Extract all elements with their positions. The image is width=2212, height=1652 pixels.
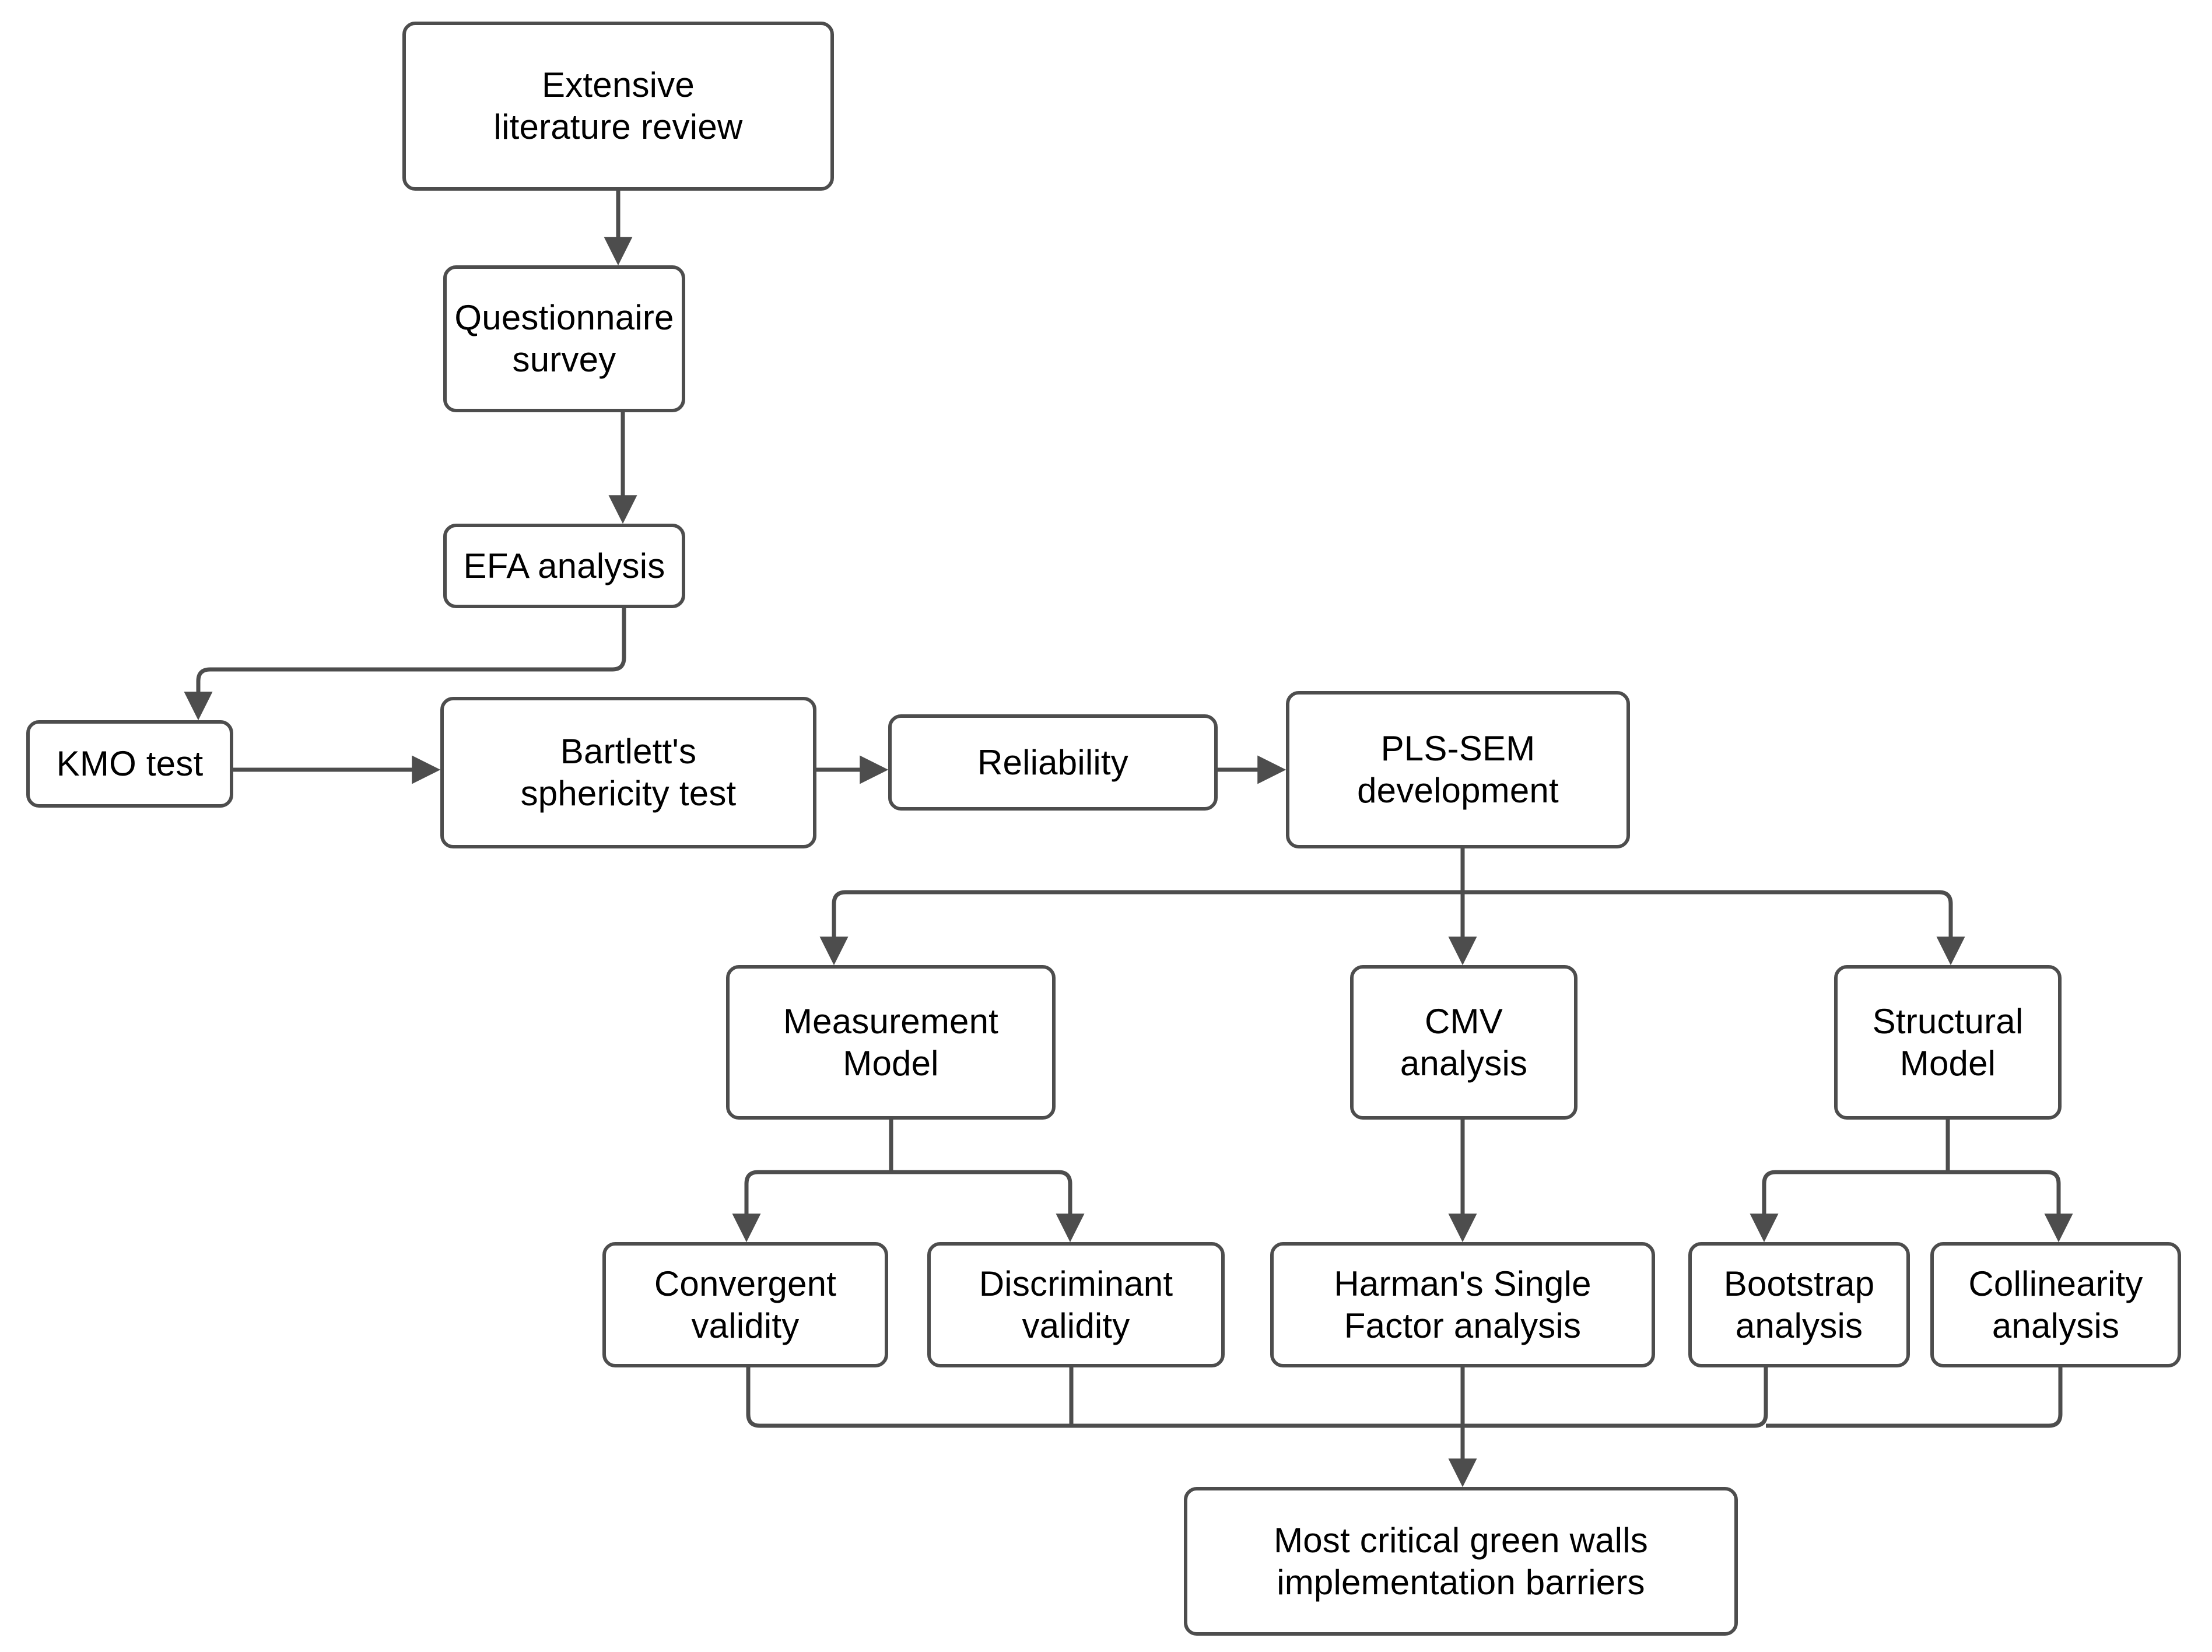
node-harman-single-factor[interactable]: Harman's Single Factor analysis (1270, 1242, 1655, 1367)
edge-measurement-convergent (732, 1170, 761, 1243)
edge-collinearity-merge (1766, 1367, 2063, 1428)
node-measurement-model[interactable]: Measurement Model (726, 965, 1056, 1120)
node-reliability[interactable]: Reliability (888, 714, 1218, 811)
node-efa-label: EFA analysis (463, 546, 665, 585)
node-reliability-label: Reliability (977, 742, 1128, 782)
node-structural-model-label: Structural Model (1872, 1001, 2024, 1083)
node-bootstrap-analysis-label: Bootstrap analysis (1723, 1264, 1875, 1345)
edge-structural-collinearity (2044, 1170, 2073, 1243)
node-bootstrap-analysis[interactable]: Bootstrap analysis (1688, 1242, 1910, 1367)
node-convergent-validity[interactable]: Convergent validity (602, 1242, 888, 1367)
node-pls-sem-label: PLS-SEM development (1357, 729, 1559, 810)
edge-structural-bootstrap (1750, 1170, 1779, 1243)
node-structural-model[interactable]: Structural Model (1834, 965, 2062, 1120)
node-discriminant-validity[interactable]: Discriminant validity (927, 1242, 1225, 1367)
node-measurement-model-label: Measurement Model (783, 1001, 999, 1083)
node-kmo-test-label: KMO test (56, 744, 204, 783)
node-discriminant-validity-label: Discriminant validity (979, 1264, 1173, 1345)
node-cmv-analysis-label: CMV analysis (1400, 1001, 1528, 1083)
node-harman-single-factor-label: Harman's Single Factor analysis (1334, 1264, 1591, 1345)
node-outcome[interactable]: Most critical green walls implementation… (1184, 1487, 1738, 1636)
node-cmv-analysis[interactable]: CMV analysis (1350, 965, 1578, 1120)
node-collinearity-analysis[interactable]: Collinearity analysis (1930, 1242, 2181, 1367)
edge-plssem-measurement (819, 890, 849, 966)
edge-measurement-discriminant (1056, 1170, 1085, 1243)
node-convergent-validity-label: Convergent validity (654, 1264, 837, 1345)
node-efa[interactable]: EFA analysis (443, 524, 685, 608)
node-questionnaire-label: Questionnaire survey (454, 298, 674, 379)
edge-efa-kmo (184, 608, 626, 721)
node-questionnaire[interactable]: Questionnaire survey (443, 265, 685, 412)
edge-bootstrap-merge (1463, 1367, 1768, 1428)
node-outcome-label: Most critical green walls implementation… (1274, 1520, 1648, 1602)
node-collinearity-analysis-label: Collinearity analysis (1968, 1264, 2143, 1345)
node-bartlett[interactable]: Bartlett's sphericity test (440, 697, 816, 848)
edge-convergent-merge (746, 1367, 1463, 1428)
edge-plssem-structural (1936, 890, 1965, 966)
node-bartlett-label: Bartlett's sphericity test (520, 732, 737, 813)
node-literature-label: Extensive literature review (493, 65, 743, 146)
node-literature[interactable]: Extensive literature review (402, 22, 834, 191)
node-kmo-test[interactable]: KMO test (26, 720, 233, 808)
node-pls-sem[interactable]: PLS-SEM development (1286, 691, 1630, 848)
